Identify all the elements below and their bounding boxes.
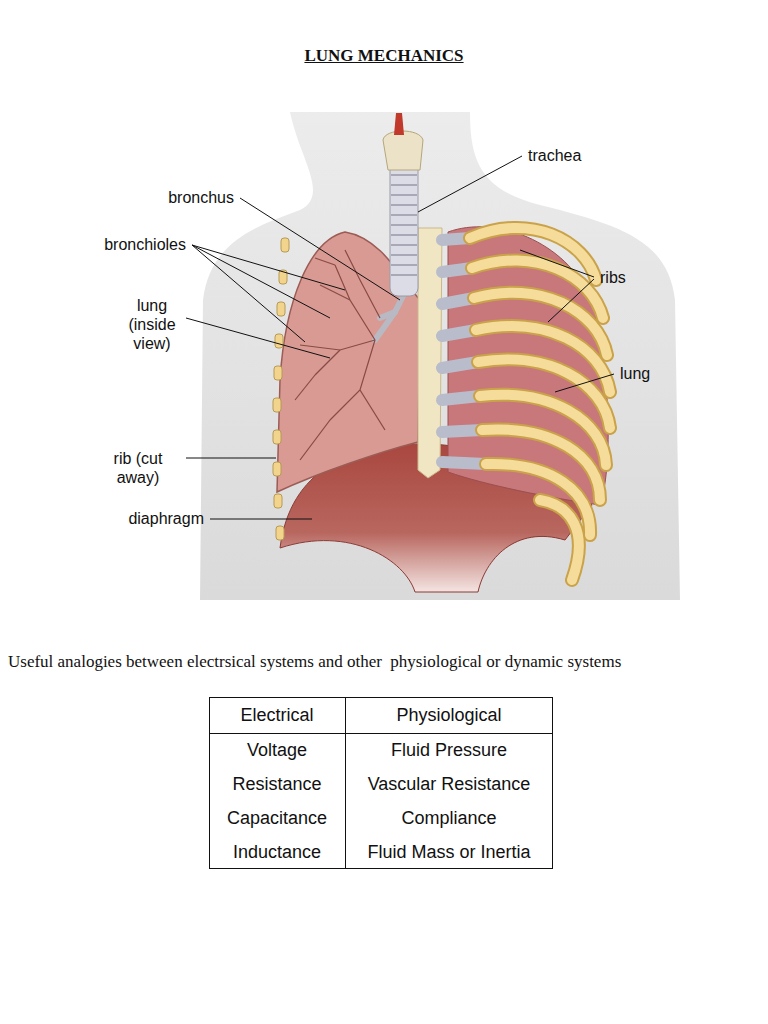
part-label: lung [620, 364, 650, 383]
larynx [383, 131, 423, 170]
leader-lines [186, 156, 614, 519]
table-cell: Resistance [232, 773, 321, 795]
table-cell: Fluid Mass or Inertia [367, 841, 530, 863]
part-label: lung (inside view) [121, 296, 183, 353]
part-label: ribs [600, 268, 626, 287]
rib-bands [442, 228, 610, 580]
table-header: Electrical [240, 704, 313, 726]
table-cell: Vascular Resistance [368, 773, 531, 795]
table-cell: Fluid Pressure [391, 739, 507, 761]
part-label: trachea [528, 146, 581, 165]
part-label: bronchus [168, 188, 234, 207]
trachea-rings [391, 175, 417, 275]
rib-cut [273, 238, 289, 540]
part-label: diaphragm [128, 509, 204, 528]
sternum [418, 228, 442, 478]
table-cell: Compliance [401, 807, 496, 829]
vessel [394, 113, 404, 135]
table-grid [209, 697, 553, 869]
table-header: Physiological [396, 704, 501, 726]
part-label: bronchioles [104, 235, 186, 254]
table-cell: Capacitance [227, 807, 327, 829]
table-cell: Inductance [233, 841, 321, 863]
table-cell: Voltage [247, 739, 307, 761]
body-silhouette [200, 112, 680, 600]
intro-sentence: Useful analogies between electrsical sys… [8, 652, 621, 672]
part-label: rib (cut away) [95, 449, 181, 487]
page-title: LUNG MECHANICS [304, 46, 463, 66]
